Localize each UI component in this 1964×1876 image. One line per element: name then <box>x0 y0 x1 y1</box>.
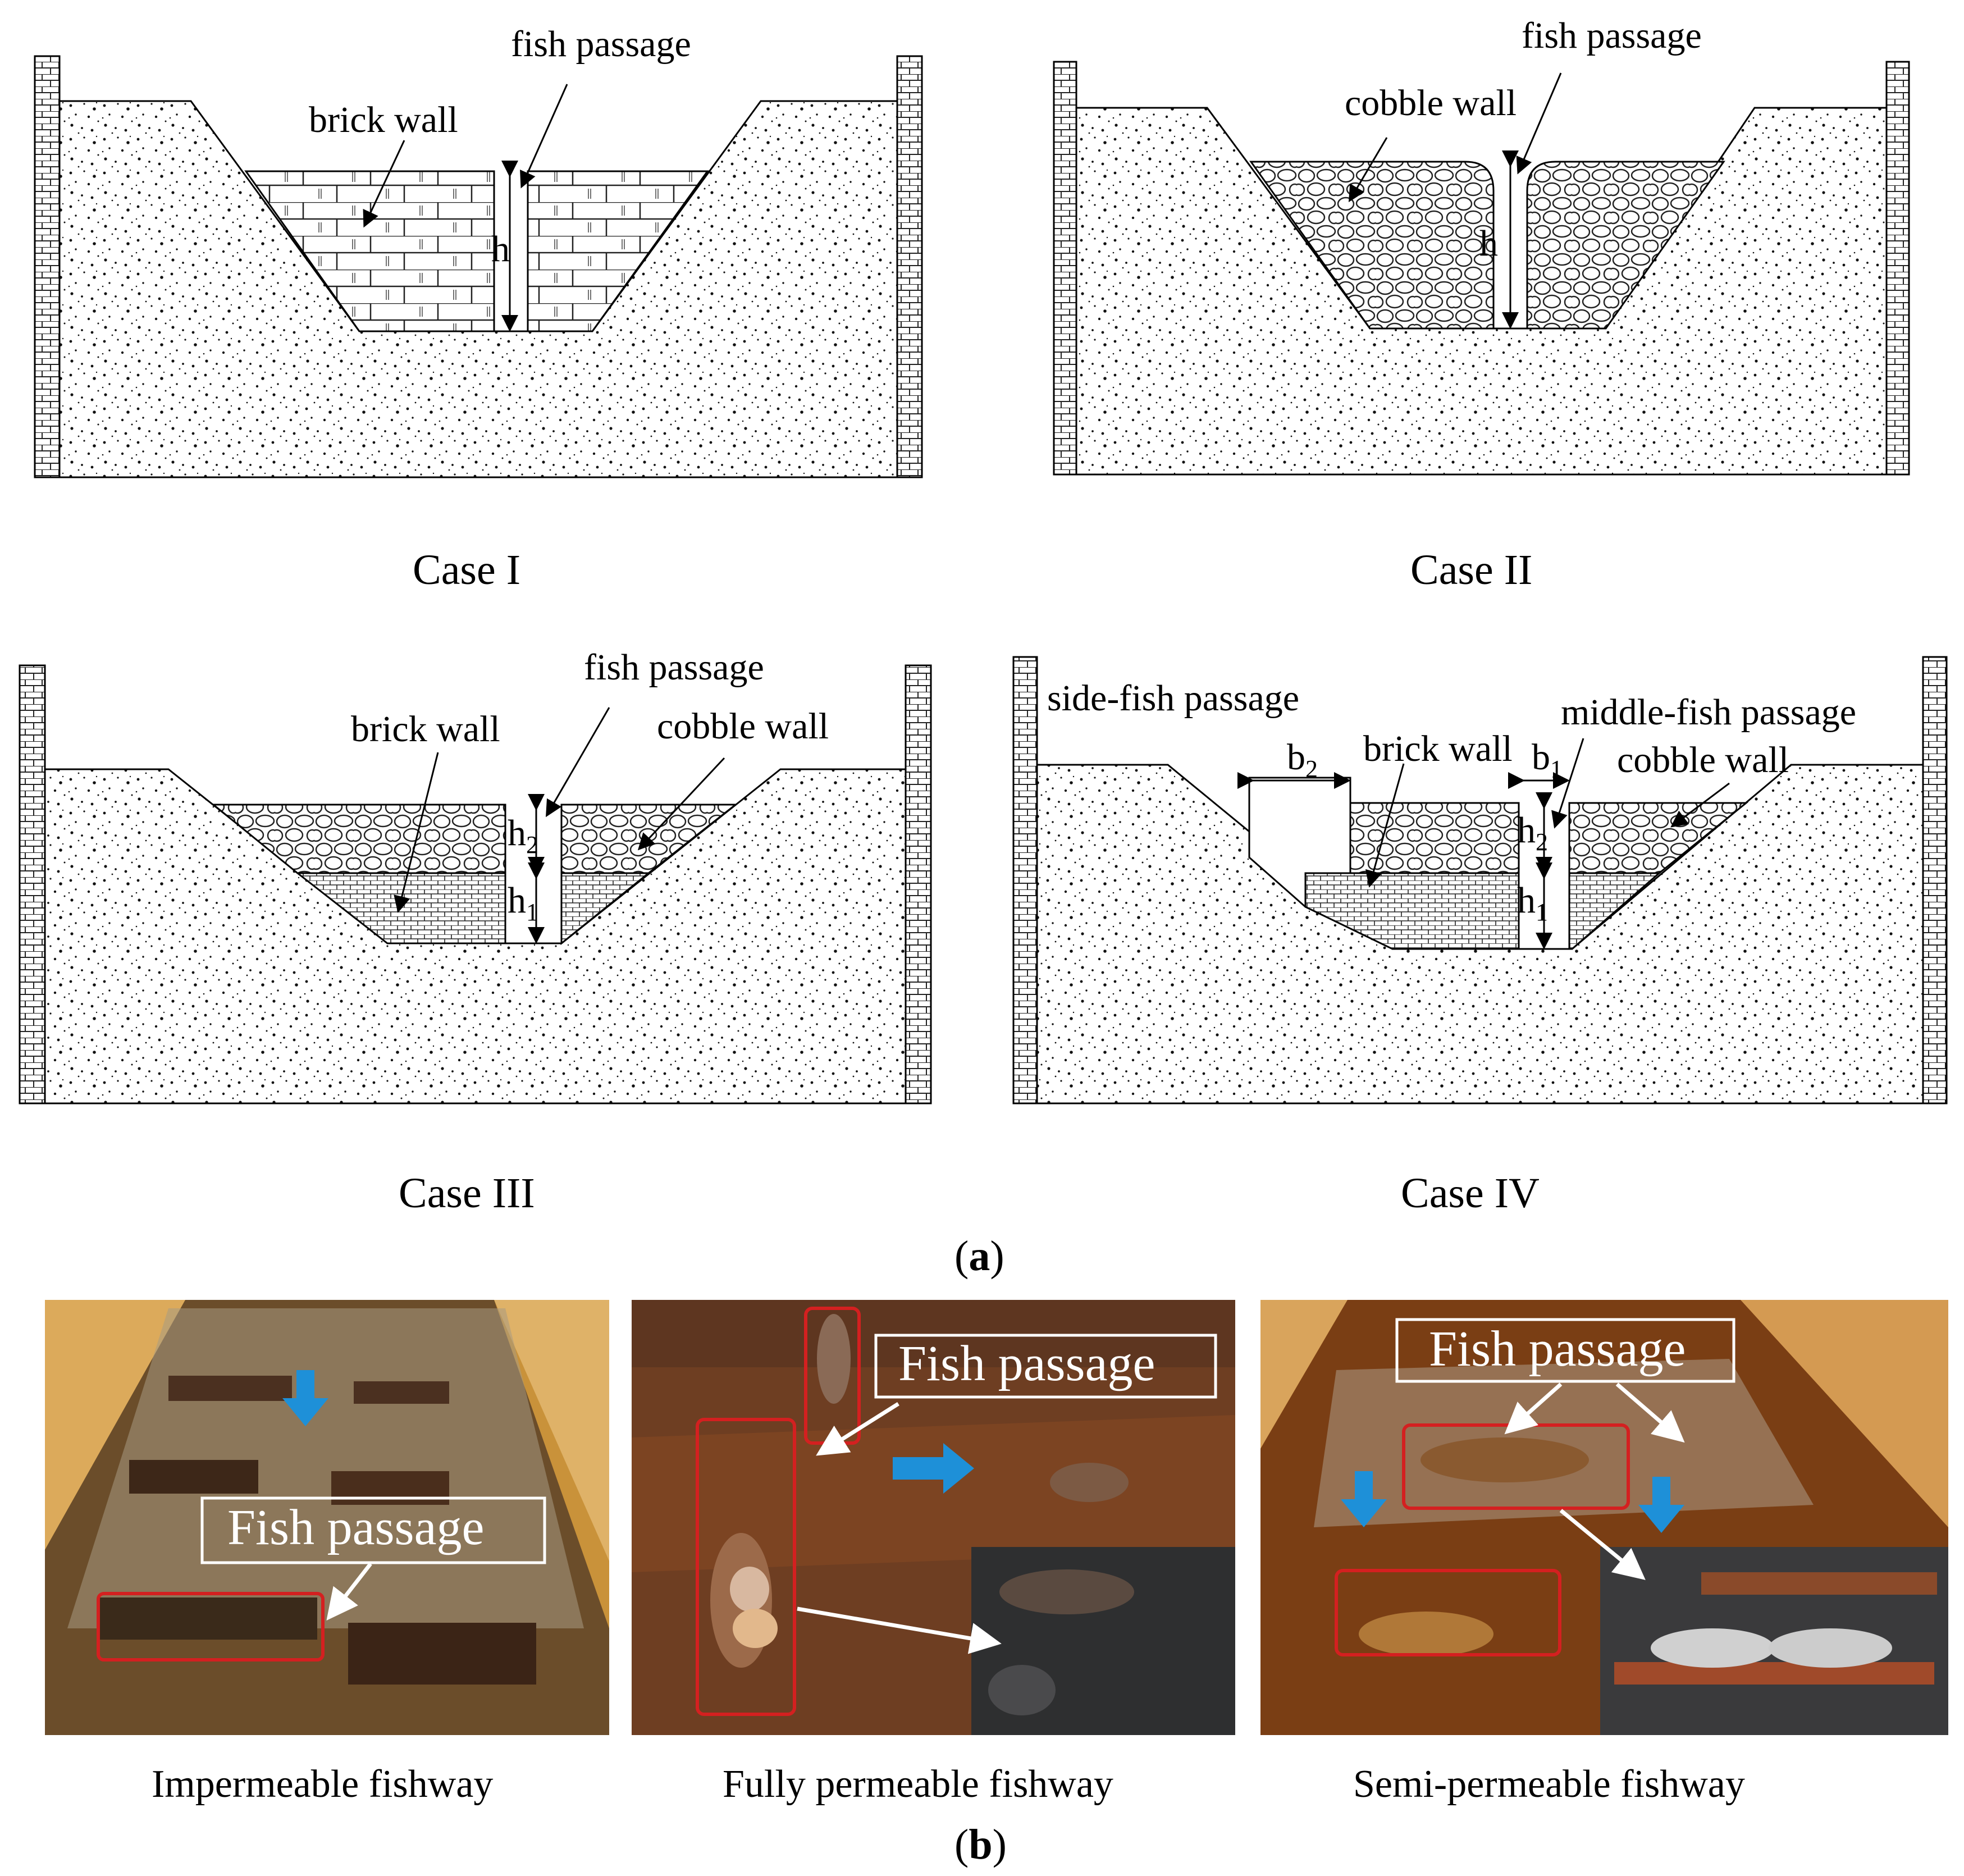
highlight-box <box>696 1418 796 1716</box>
label-brick-wall: brick wall <box>309 99 458 140</box>
brick-layer-right <box>560 872 651 946</box>
highlight-box <box>97 1592 325 1662</box>
annotation-box <box>200 1496 546 1564</box>
right-wall <box>905 664 932 1104</box>
pointer-line <box>1551 738 1584 829</box>
photo-fully-permeable: Fish passage <box>632 1300 1235 1735</box>
label-h2: h2 <box>508 813 538 859</box>
label-cobble-wall: cobble wall <box>1345 83 1517 124</box>
pointer-arrow <box>797 1606 1002 1654</box>
brick-layer-middle <box>1304 872 1520 950</box>
label-brick-wall: brick wall <box>1363 728 1513 769</box>
annotation-box <box>874 1334 1217 1399</box>
left-wall <box>34 55 61 478</box>
photo-semi-permeable: Fish passage <box>1260 1300 1948 1735</box>
pointer-arrow <box>816 1402 899 1456</box>
label-cobble-wall: cobble wall <box>657 706 829 747</box>
panel-b-label: (b) <box>954 1821 1007 1868</box>
right-wall <box>1885 61 1910 476</box>
pointer-arrow <box>1504 1382 1563 1435</box>
cobble-wall-right <box>1526 161 1725 330</box>
annotation-fish-passage: Fish passage <box>898 1336 1155 1391</box>
pointer-line <box>1348 137 1388 203</box>
cobble-wall-left <box>1249 161 1495 330</box>
label-middle-fish-passage: middle-fish passage <box>1561 692 1856 733</box>
sand-body <box>1075 107 1888 476</box>
pointer-line <box>520 84 568 189</box>
label-h2: h2 <box>1517 810 1548 856</box>
pointer-line <box>1670 782 1730 828</box>
left-wall <box>1053 61 1077 476</box>
photo-impermeable: Fish passage <box>45 1300 609 1735</box>
label-fish-passage: fish passage <box>1522 15 1702 56</box>
case-3-title: Case III <box>399 1170 535 1217</box>
case-4-title: Case IV <box>1401 1170 1540 1217</box>
case-2-diagram: fish passage cobble wall h Case II <box>1053 15 1910 594</box>
label-brick-wall: brick wall <box>351 709 500 750</box>
case-1-title: Case I <box>413 546 520 594</box>
label-cobble-wall: cobble wall <box>1617 740 1789 780</box>
flow-arrow-icon <box>893 1443 974 1494</box>
label-side-fish-passage: side-fish passage <box>1047 678 1299 719</box>
caption-impermeable: Impermeable fishway <box>152 1763 493 1806</box>
highlight-box <box>1335 1569 1561 1656</box>
label-fish-passage: fish passage <box>511 24 691 65</box>
label-h: h <box>1479 223 1498 264</box>
label-b1: b1 <box>1532 737 1563 783</box>
label-h1: h1 <box>508 880 538 926</box>
pointer-arrow <box>1559 1509 1646 1580</box>
flow-arrow-icon <box>1341 1471 1387 1527</box>
label-fish-passage: fish passage <box>584 647 764 688</box>
brick-wall-right <box>527 170 709 332</box>
case-1-diagram: fish passage brick wall h Case I <box>34 24 923 594</box>
flow-arrow-icon <box>1638 1477 1684 1533</box>
case-4-diagram: side-fish passage brick wall middle-fish… <box>1012 656 1948 1217</box>
pointer-arrow <box>326 1562 372 1621</box>
pointer-line <box>637 757 725 851</box>
left-wall <box>1012 656 1038 1104</box>
annotation-fish-passage: Fish passage <box>1429 1321 1686 1377</box>
sand-body <box>58 100 898 478</box>
annotation-box <box>1395 1318 1735 1383</box>
brick-wall-left <box>244 170 495 332</box>
pointer-arrow <box>1615 1382 1685 1443</box>
right-wall <box>896 55 923 478</box>
caption-fully-permeable: Fully permeable fishway <box>723 1763 1113 1806</box>
panel-a-label: (a) <box>954 1233 1004 1280</box>
pointer-line <box>545 707 610 818</box>
left-wall <box>19 664 46 1104</box>
pointer-line <box>363 140 405 228</box>
annotation-fish-passage: Fish passage <box>227 1500 484 1555</box>
case-2-title: Case II <box>1410 546 1532 594</box>
caption-semi-permeable: Semi-permeable fishway <box>1353 1763 1745 1806</box>
pointer-line <box>1365 763 1405 888</box>
label-h: h <box>491 229 510 270</box>
pointer-line <box>394 752 439 913</box>
pointer-line <box>1516 72 1562 175</box>
label-b2: b2 <box>1287 737 1318 783</box>
right-wall <box>1922 656 1948 1104</box>
flow-arrow-icon <box>282 1370 328 1426</box>
label-h1: h1 <box>1517 880 1548 926</box>
case-3-diagram: fish passage brick wall cobble wall h2 h… <box>19 647 932 1217</box>
brick-layer-right <box>1568 872 1662 950</box>
